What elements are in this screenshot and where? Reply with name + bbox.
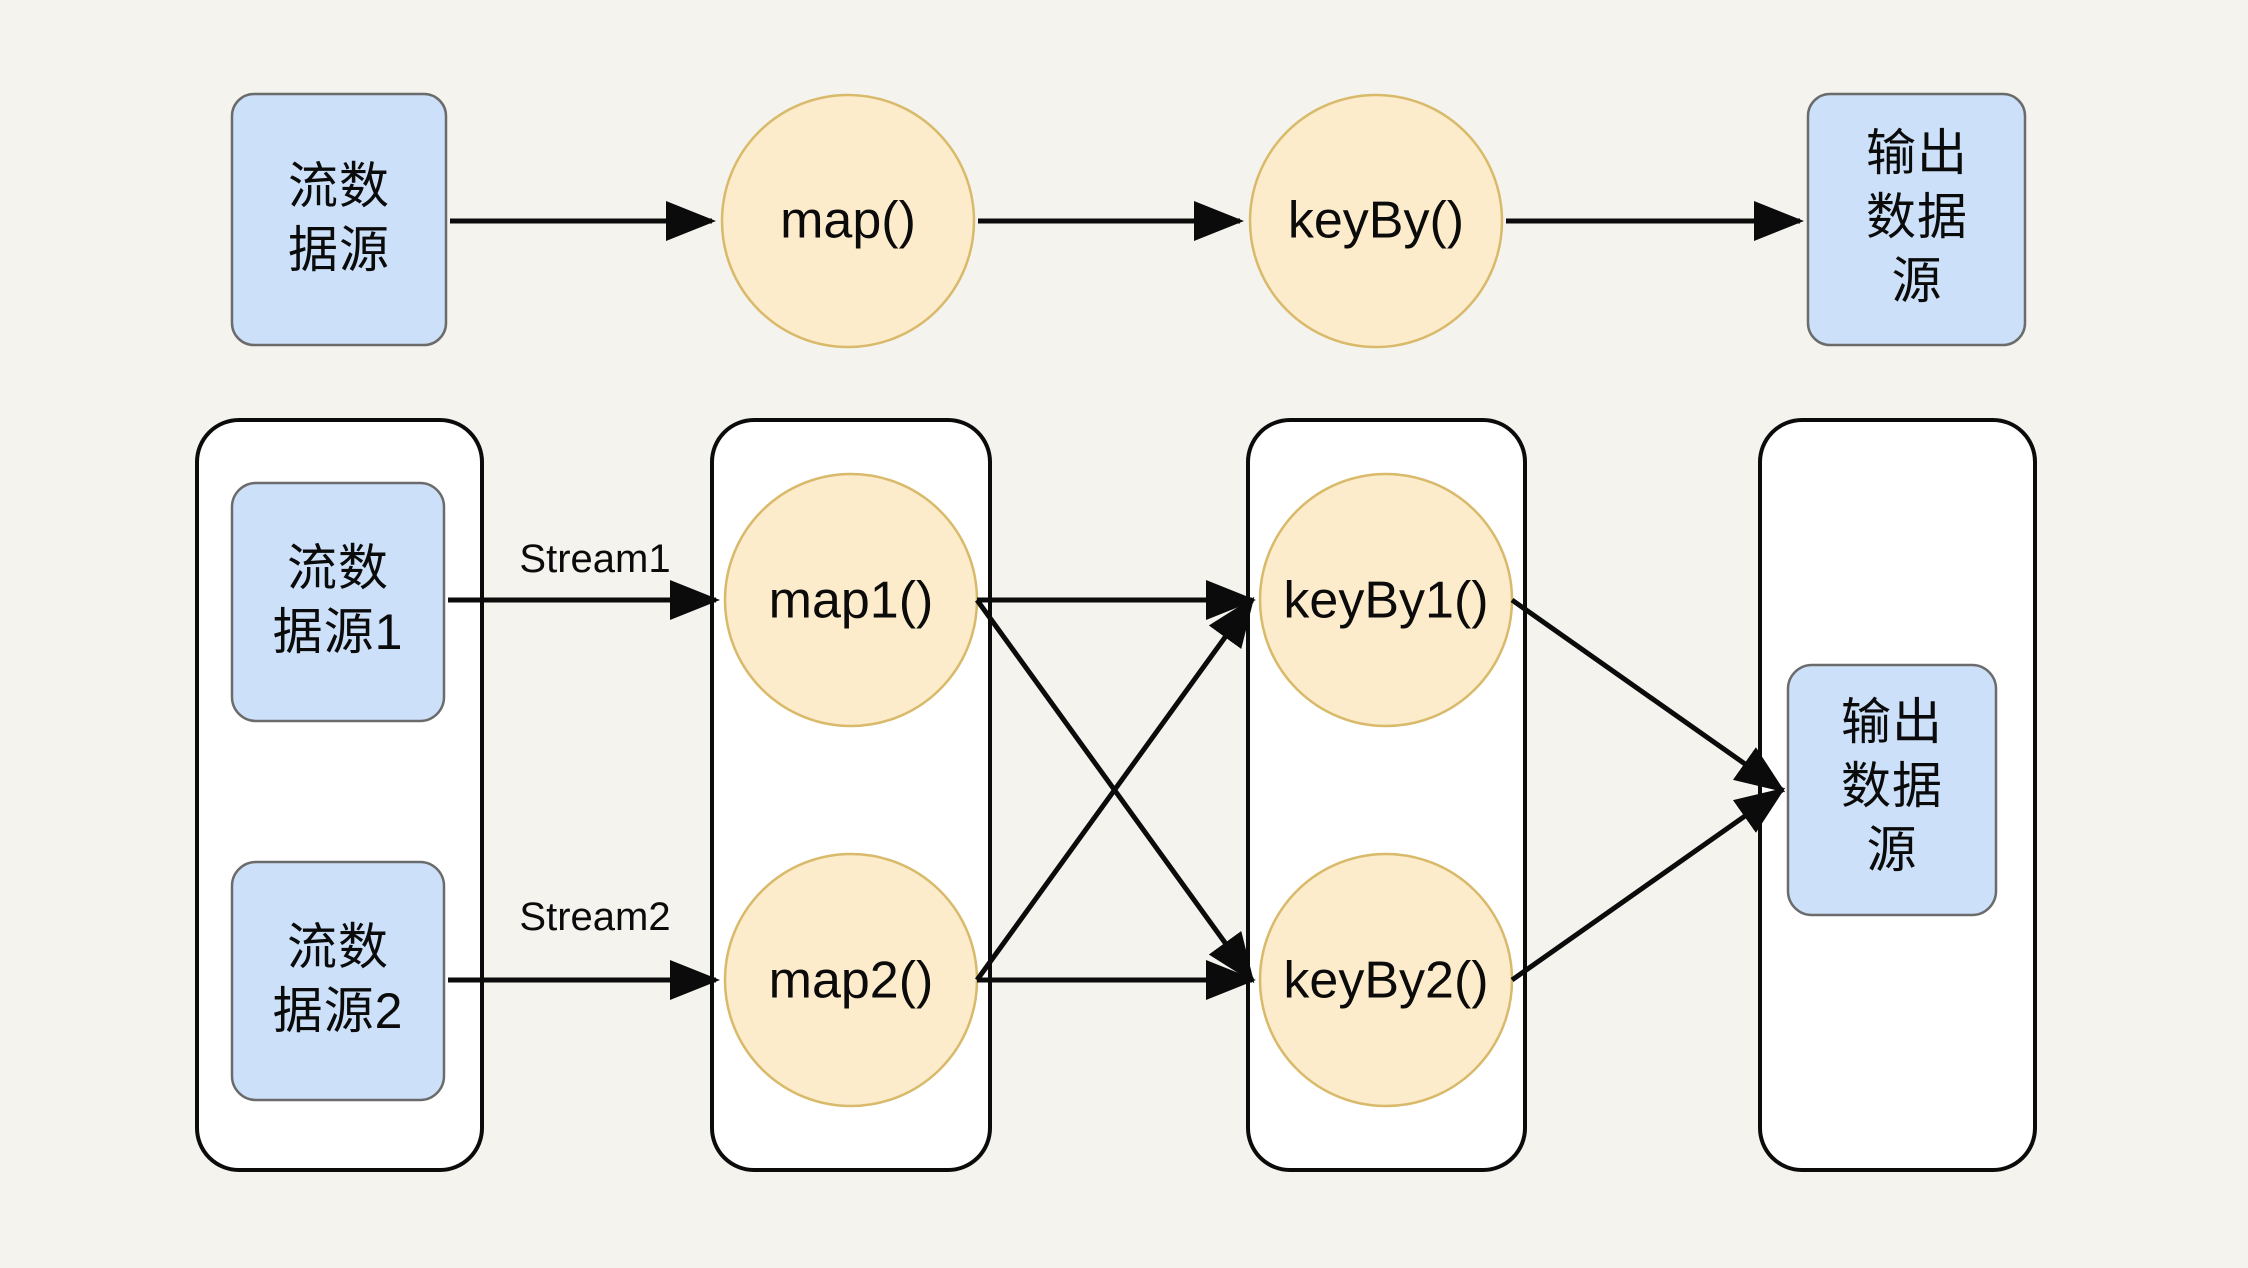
top-keyby-circle[interactable] (1248, 93, 1504, 349)
edge-keyby2-to-sink (1510, 787, 1786, 983)
top-map-label: map() (780, 192, 916, 250)
top-map-circle[interactable] (720, 93, 976, 349)
top-source-box[interactable] (230, 92, 448, 347)
top-sink-label-line-1: 输出 (1866, 125, 1968, 181)
top-sink-label-line-2: 数据 (1866, 189, 1968, 245)
top-sink-label-line-3: 源 (1892, 253, 1943, 309)
top-source-label-line-2: 据源 (288, 222, 390, 278)
source-node-1[interactable]: 流数 据源1 (230, 481, 446, 723)
source-box-1[interactable] (230, 481, 446, 723)
top-keyby-label: keyBy() (1288, 192, 1464, 250)
map-1-label: map1() (769, 572, 934, 630)
sink-label-line-1: 输出 (1841, 694, 1943, 750)
edge-label-stream1: Stream1 (519, 537, 670, 581)
sink-box[interactable] (1786, 663, 1998, 917)
edge-map2-to-keyby1 (974, 596, 1255, 982)
map-node-1[interactable]: map1() (723, 472, 979, 728)
keyby-node-1[interactable]: keyBy1() (1258, 472, 1514, 728)
sink-node[interactable]: 输出 数据 源 (1786, 663, 1998, 917)
source-node-2[interactable]: 流数 据源2 (230, 860, 446, 1102)
top-keyby-node[interactable]: keyBy() (1248, 93, 1504, 349)
edge-keyby1-to-sink (1510, 597, 1786, 793)
source-box-2[interactable] (230, 860, 446, 1102)
source-2-label-line-1: 流数 (287, 919, 389, 975)
top-sink-box[interactable] (1806, 92, 2027, 347)
top-sink-node[interactable]: 输出 数据 源 (1806, 92, 2027, 347)
top-map-node[interactable]: map() (720, 93, 976, 349)
top-source-label-line-1: 流数 (288, 158, 390, 214)
source-2-label-line-2: 据源2 (273, 983, 404, 1039)
keyby-2-label: keyBy2() (1283, 952, 1488, 1010)
source-1-label-line-2: 据源1 (273, 604, 404, 660)
map-2-label: map2() (769, 952, 934, 1010)
edge-label-stream2: Stream2 (519, 895, 670, 939)
map-node-2[interactable]: map2() (723, 852, 979, 1108)
keyby-node-2[interactable]: keyBy2() (1258, 852, 1514, 1108)
sink-label-line-2: 数据 (1841, 758, 1943, 814)
top-source-node[interactable]: 流数 据源 (230, 92, 448, 347)
source-1-label-line-1: 流数 (287, 540, 389, 596)
keyby-1-label: keyBy1() (1283, 572, 1488, 630)
sink-label-line-3: 源 (1867, 822, 1918, 878)
